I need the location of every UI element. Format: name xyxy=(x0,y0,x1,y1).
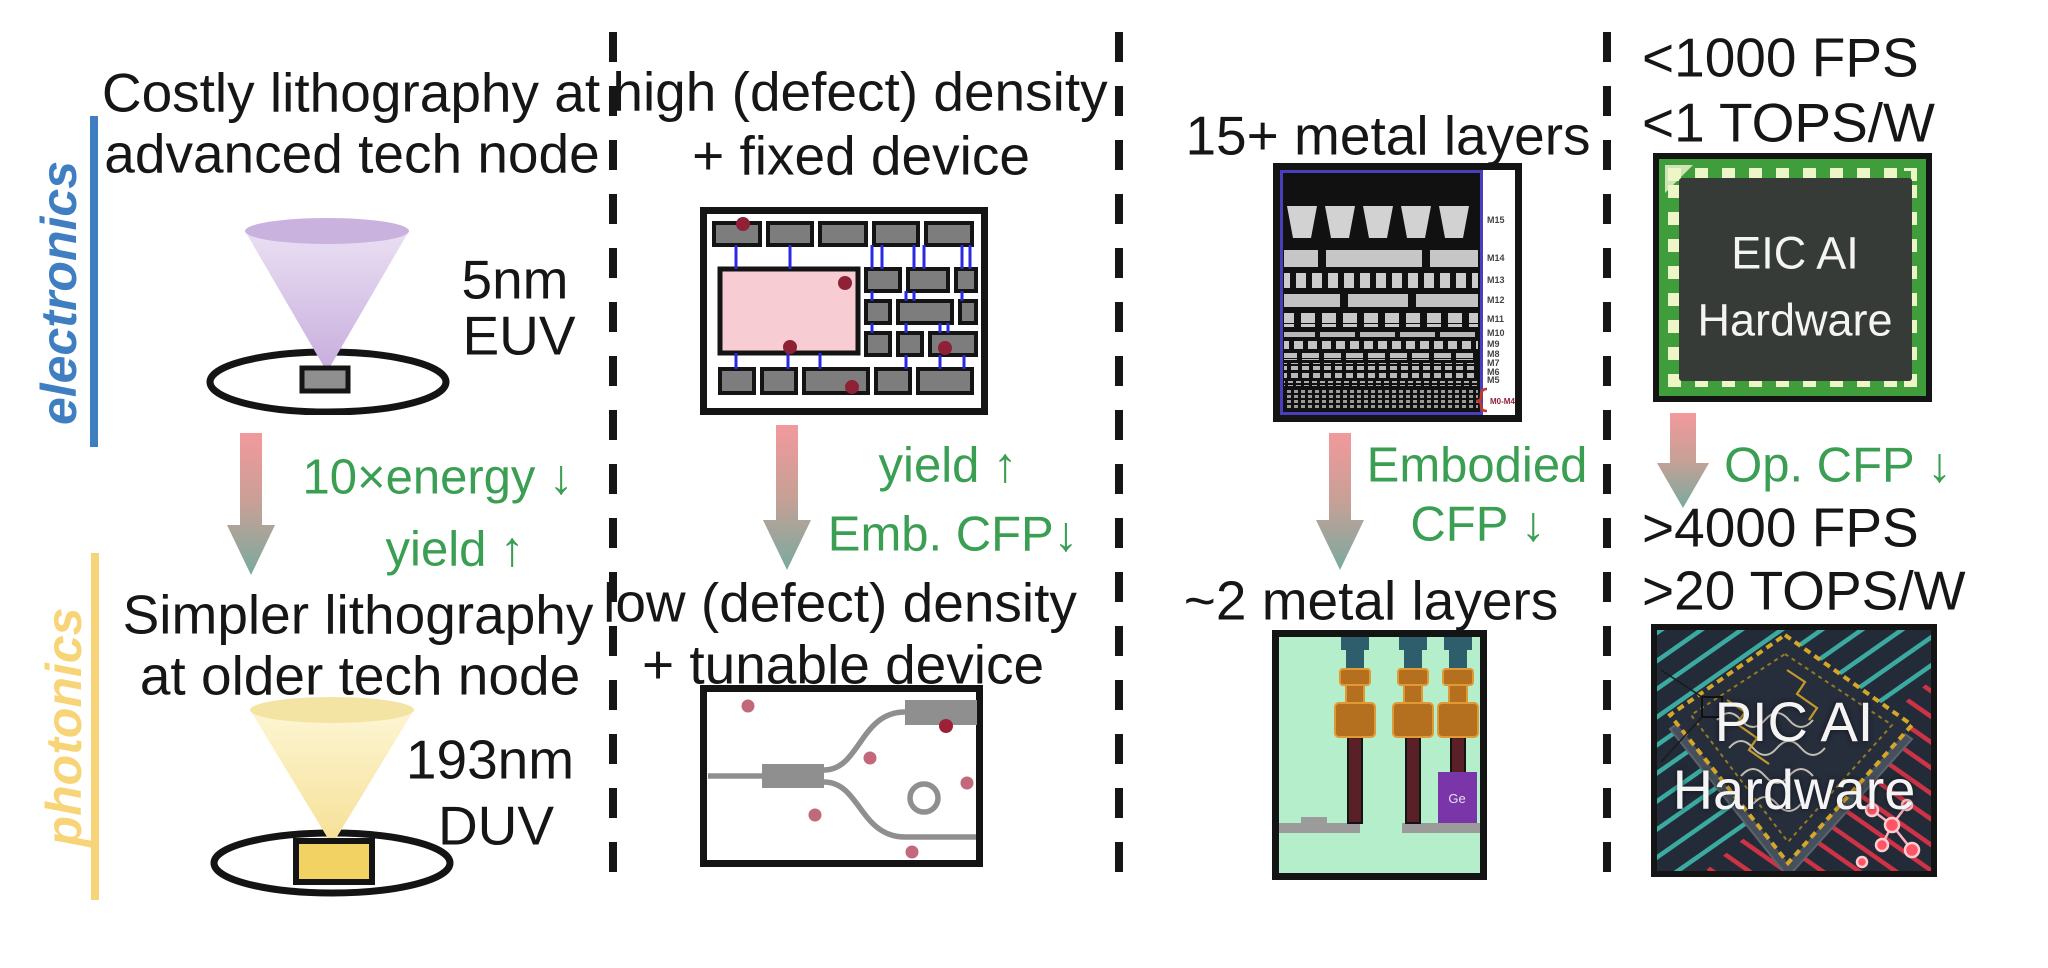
photonics-row-rule xyxy=(91,553,99,900)
pic-chip-render xyxy=(1657,630,1931,871)
col3-bottom-caption: ~2 metal layers xyxy=(1183,569,1559,632)
pic-label-line1: PIC AI xyxy=(1714,690,1874,753)
svg-text:M8: M8 xyxy=(1487,349,1500,359)
svg-text:M7: M7 xyxy=(1487,358,1500,368)
col4-gain-line2: >20 TOPS/W xyxy=(1642,559,1966,622)
duv-lithography-icon xyxy=(210,697,454,897)
column-divider-1 xyxy=(609,32,617,888)
col2-benefit-line1: yield ↑ xyxy=(878,438,1018,493)
gradient-arrow-icon xyxy=(1316,433,1364,570)
column-divider-3 xyxy=(1603,32,1611,888)
tunable-element xyxy=(905,700,977,725)
col3-top-caption: 15+ metal layers xyxy=(1185,104,1591,167)
standard-cells xyxy=(712,221,978,395)
column-divider-2 xyxy=(1115,32,1123,888)
m15-vias xyxy=(1287,206,1469,238)
col3-benefit-line1: Embodied xyxy=(1366,438,1588,493)
routing-wires xyxy=(734,245,972,369)
duv-cone-top xyxy=(250,697,414,723)
svg-text:M11: M11 xyxy=(1487,314,1504,324)
col2-bottom-caption-line1: low (defect) density xyxy=(603,571,1077,634)
svg-text:M12: M12 xyxy=(1487,295,1505,305)
col1-bottom-caption-line2: at older tech node xyxy=(139,644,581,707)
m0-m4-bracket xyxy=(1475,387,1488,413)
svg-text:M14: M14 xyxy=(1487,253,1505,263)
svg-text:M10: M10 xyxy=(1487,328,1505,338)
col2-benefit-line2: Emb. CFP↓ xyxy=(827,507,1079,562)
contact-stack-2 xyxy=(1392,637,1434,824)
euv-beam-cone xyxy=(245,231,409,372)
col1-benefit-line1: 10×energy ↓ xyxy=(302,450,574,505)
contact-stack-1 xyxy=(1334,637,1376,824)
two-metal-layer-schematic: Ge xyxy=(1279,637,1480,833)
col4-limit-line1: <1000 FPS xyxy=(1642,26,1919,89)
defect-dots xyxy=(736,217,952,394)
waveguides xyxy=(708,709,976,840)
m12-bars xyxy=(1284,294,1478,307)
gradient-arrow-icon xyxy=(763,425,811,570)
ge-detector-block xyxy=(1438,772,1477,823)
electronics-row-rule xyxy=(90,116,98,447)
col4-limit-line2: <1 TOPS/W xyxy=(1642,91,1935,154)
col1-top-note-line2: EUV xyxy=(462,304,576,367)
metal-layer-labels: M15 M14 M13 M12 M11 M10 M9 M8 M7 M6 M5 xyxy=(1487,215,1505,385)
m0-m4-label: M0-M4 xyxy=(1490,397,1515,406)
col4-benefit: Op. CFP ↓ xyxy=(1724,438,1952,493)
gold-traces xyxy=(1726,669,1819,765)
eic-label-line1: EIC AI xyxy=(1731,227,1859,279)
col1-top-caption-line2: advanced tech node xyxy=(104,122,600,185)
svg-text:M13: M13 xyxy=(1487,275,1505,285)
die-rect xyxy=(299,365,351,394)
col2-top-caption-line1: high (defect) density xyxy=(612,60,1108,123)
row-label-photonics: photonics xyxy=(36,607,92,847)
col2-top-caption-line2: + fixed device xyxy=(692,124,1030,187)
chip-pads-left xyxy=(1668,168,1681,387)
zoom-callout-square xyxy=(1701,696,1723,718)
ring-resonator xyxy=(907,781,941,815)
row-label-electronics: electronics xyxy=(31,161,87,426)
col3-benefit-line2: CFP ↓ xyxy=(1410,497,1546,552)
ge-label: Ge xyxy=(1448,791,1465,806)
col2-bottom-caption-line2: + tunable device xyxy=(641,633,1045,696)
gradient-arrow-icon xyxy=(227,433,275,575)
eic-die xyxy=(1679,178,1912,381)
photonic-circuit-icon xyxy=(700,685,983,867)
contact-stack-3 xyxy=(1437,637,1479,776)
electronic-chip-layout-icon xyxy=(700,207,988,415)
col1-bottom-note-line1: 193nm xyxy=(405,728,575,791)
svg-text:M9: M9 xyxy=(1487,339,1500,349)
eic-chip-image xyxy=(1653,153,1932,402)
die-rect xyxy=(293,838,375,885)
phase-shifter xyxy=(762,764,824,788)
duv-beam-cone xyxy=(250,710,414,845)
waveguide-squiggles xyxy=(1716,712,1826,812)
pic-label-line2: Hardware xyxy=(1672,758,1916,821)
euv-cone-top xyxy=(245,218,409,244)
col1-benefit-line2: yield ↑ xyxy=(385,522,525,577)
euv-lithography-icon xyxy=(206,218,450,415)
sem-cross-section-image: M15 M14 M13 M12 M11 M10 M9 M8 M7 M6 M5 M… xyxy=(1273,163,1522,422)
col1-top-caption-line1: Costly lithography at xyxy=(101,61,601,124)
col4-gain-line1: >4000 FPS xyxy=(1642,496,1919,559)
eic-label-line2: Hardware xyxy=(1697,294,1893,346)
chip-top-face xyxy=(1667,632,1915,867)
sparse-defect-dots xyxy=(741,699,974,859)
zoom-callout-lines xyxy=(1660,669,1703,763)
col1-bottom-note-line2: DUV xyxy=(437,794,555,857)
gradient-arrow-icon xyxy=(1657,413,1709,508)
chip-pads-top xyxy=(1668,168,1917,181)
photon-network-dots xyxy=(1855,798,1921,869)
m14-bars xyxy=(1284,250,1478,267)
sem-metal-stack: M15 M14 M13 M12 M11 M10 M9 M8 M7 M6 M5 M… xyxy=(1280,170,1515,415)
substrate-lines xyxy=(1279,817,1480,833)
col1-top-note-line1: 5nm xyxy=(461,248,569,311)
defect-dot-dark xyxy=(939,719,953,733)
photonic-metal-stack-image: Ge xyxy=(1272,630,1487,880)
pic-chip-image xyxy=(1651,624,1937,877)
svg-text:M6: M6 xyxy=(1487,367,1500,377)
svg-text:M5: M5 xyxy=(1487,375,1500,385)
svg-text:M15: M15 xyxy=(1487,215,1505,225)
col1-bottom-caption-line1: Simpler lithography xyxy=(122,583,594,646)
